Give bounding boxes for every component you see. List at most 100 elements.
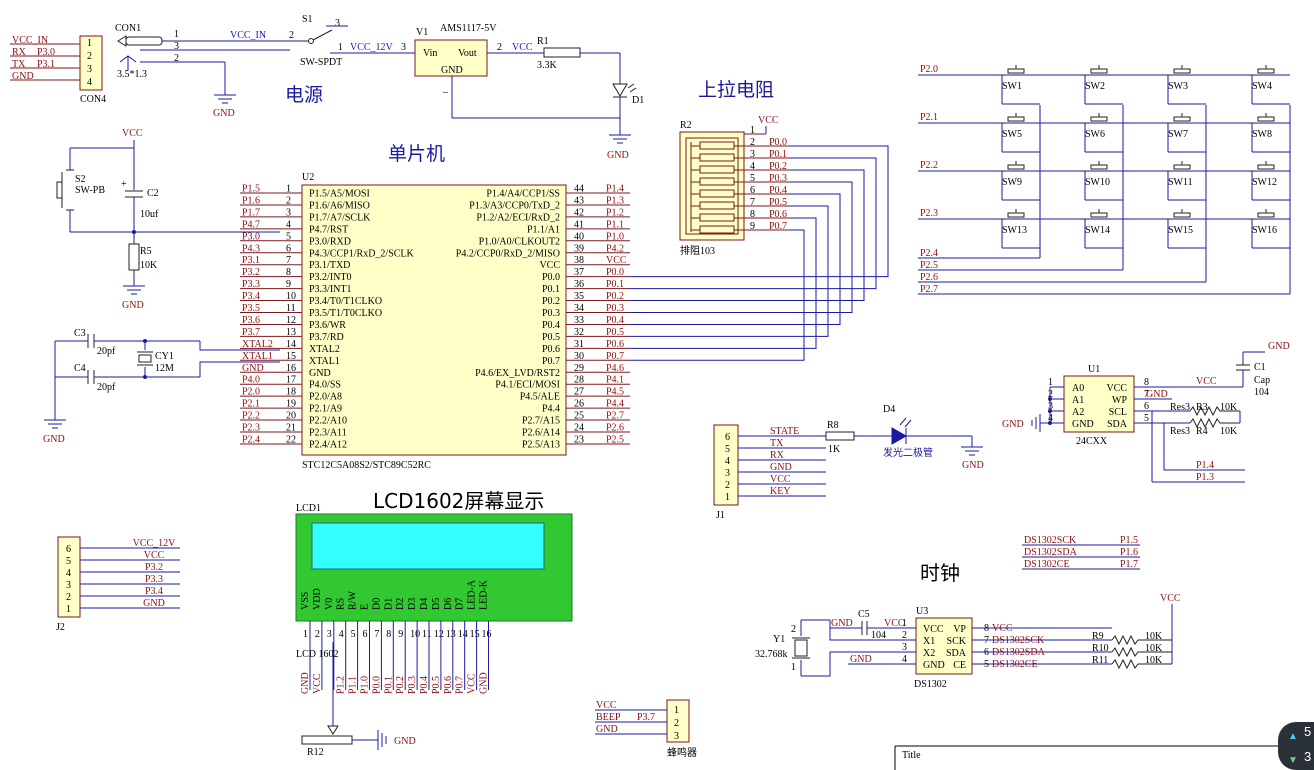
u2-pin-number: 26 — [574, 399, 584, 410]
u2-net-label: P3.3 — [242, 279, 260, 290]
y1-ref: Y1 — [773, 634, 785, 645]
u2-pin-name: VCC — [539, 260, 560, 271]
j2-net-label: VCC — [144, 550, 165, 561]
u2-pin-name: P1.3/A3/CCP0/TxD_2 — [469, 200, 560, 211]
s1-pin1: 1 — [338, 42, 343, 53]
r2-net-label: P0.0 — [769, 137, 787, 148]
u2-net-label: P2.3 — [242, 423, 260, 434]
u2-pin-number: 2 — [286, 195, 291, 206]
j1-net-label: STATE — [770, 426, 799, 437]
s1-switch: S1 3 2 1 SW-SPDT VCC_12V 3 — [289, 14, 415, 68]
u2-pin-number: 28 — [574, 375, 584, 386]
lcd-pin-number: 13 — [446, 629, 456, 640]
u2-pin-name: P3.5/T1/T0CLKO — [309, 308, 382, 319]
u1-pin-name: A0 — [1072, 383, 1084, 394]
u2-pin-name: GND — [309, 368, 331, 379]
j1-net-label: GND — [770, 462, 792, 473]
keypad-switch: SW6 — [1081, 113, 1123, 153]
u2-part: STC12C5A08S2/STC89C52RC — [302, 460, 431, 471]
keypad-switch: SW12 — [1248, 161, 1290, 201]
vcc-label: VCC — [122, 128, 143, 139]
keypad-col-label: P2.4 — [920, 248, 938, 259]
v1-gnd: GND — [441, 65, 463, 76]
u2-pin-name: P1.5/A5/MOSI — [309, 189, 370, 200]
vcc-label: VCC — [884, 618, 905, 629]
j1-pin-number: 5 — [725, 444, 730, 455]
con4-net: GND — [12, 71, 34, 82]
u2-pin-number: 21 — [286, 423, 296, 434]
r5-value: 10K — [140, 260, 158, 271]
p0-bus-wires — [630, 145, 889, 361]
keypad-switch: SW10 — [1081, 161, 1123, 201]
u2-pin-name: P2.4/A12 — [309, 439, 347, 450]
u2-pin-number: 38 — [574, 255, 584, 266]
j1-pin-number: 6 — [725, 432, 730, 443]
keypad-switch: SW15 — [1164, 209, 1206, 249]
y1-pin: 2 — [791, 624, 796, 635]
keypad-switch-label: SW12 — [1252, 177, 1277, 188]
u2-pin-name: P3.0/RXD — [309, 236, 351, 247]
r2-net-label: P0.5 — [769, 197, 787, 208]
c5-value: 104 — [871, 630, 886, 641]
gnd-label: GND — [43, 434, 65, 445]
con4-net: P3.0 — [37, 47, 55, 58]
overlay-badge[interactable]: ▲ 5 ▼ 3 — [1278, 722, 1314, 770]
r2-net-label: P0.7 — [769, 221, 787, 232]
u2-pin-number: 10 — [286, 291, 296, 302]
u2-pin-name: P2.1/A9 — [309, 404, 342, 415]
u3-part: DS1302 — [914, 679, 947, 690]
u2-pin-name: P0.2 — [542, 296, 560, 307]
u2-pin-name: P2.7/A15 — [522, 416, 560, 427]
d4-ref: D4 — [883, 404, 895, 415]
u2-net-label: P1.1 — [606, 219, 624, 230]
keypad-switch-label: SW3 — [1168, 81, 1188, 92]
u2-net-label: P1.7 — [242, 207, 260, 218]
lcd-pin-name: D3 — [407, 598, 418, 610]
keypad-switch-label: SW1 — [1002, 81, 1022, 92]
u2-net-label: P1.6 — [242, 195, 260, 206]
u2-pin-number: 44 — [574, 184, 584, 195]
cy1-value: 12M — [155, 363, 174, 374]
keypad-switch-label: SW10 — [1085, 177, 1110, 188]
lcd-net-label: P0.0 — [371, 676, 382, 694]
ds1302-net-label: DS1302SCK — [1024, 535, 1077, 546]
u2-pin-name: P2.3/A11 — [309, 428, 347, 439]
u1-ref: U1 — [1088, 364, 1100, 375]
lcd-pins: VSS1GNDVDD2VCCV03RS4P1.2R/W5P1.1E6P1.0D0… — [300, 579, 492, 694]
gnd-label: GND — [831, 618, 853, 629]
r3-ref: R3 — [1196, 402, 1208, 413]
v1-vin: Vin — [423, 48, 437, 59]
pullup-section-title: 上拉电阻 — [698, 79, 774, 101]
vcc-in-net: VCC_IN — [230, 30, 266, 41]
u3-net-label: DS1302SCK — [992, 635, 1045, 646]
c2-value: 10uf — [140, 209, 159, 220]
keypad-switch: SW8 — [1248, 113, 1290, 153]
u2-net-label: P0.0 — [606, 267, 624, 278]
con1-dc-jack: CON1 1 3 2 3.5*1.3 VCC_IN — [115, 23, 290, 95]
u2-net-label: P2.6 — [606, 423, 624, 434]
lcd-pin-number: 8 — [386, 629, 391, 640]
u2-net-label: P3.5 — [242, 303, 260, 314]
keypad-switch: SW1 — [998, 65, 1040, 105]
buzzer-net: BEEP — [596, 712, 621, 723]
u3-pin-number: 2 — [902, 630, 907, 641]
r2-pin-number: 9 — [750, 221, 755, 232]
u3-pin-name: CE — [953, 660, 966, 671]
lcd-net-label: GND — [300, 672, 311, 694]
u2-net-label: P3.4 — [242, 291, 260, 302]
title-block-label: Title — [902, 750, 921, 761]
vcc-label: VCC — [1160, 593, 1181, 604]
r2-pin-number: 7 — [750, 197, 755, 208]
j2-ref: J2 — [56, 622, 65, 633]
keypad-switch-label: SW5 — [1002, 129, 1022, 140]
u2-pin-number: 39 — [574, 243, 584, 254]
u2-net-label: P3.1 — [242, 255, 260, 266]
u1-pin-number: 6 — [1144, 401, 1149, 412]
lcd-net-label: P1.0 — [360, 676, 371, 694]
u2-net-label: P2.1 — [242, 399, 260, 410]
ds1302-net-label: DS1302SDA — [1024, 547, 1078, 558]
